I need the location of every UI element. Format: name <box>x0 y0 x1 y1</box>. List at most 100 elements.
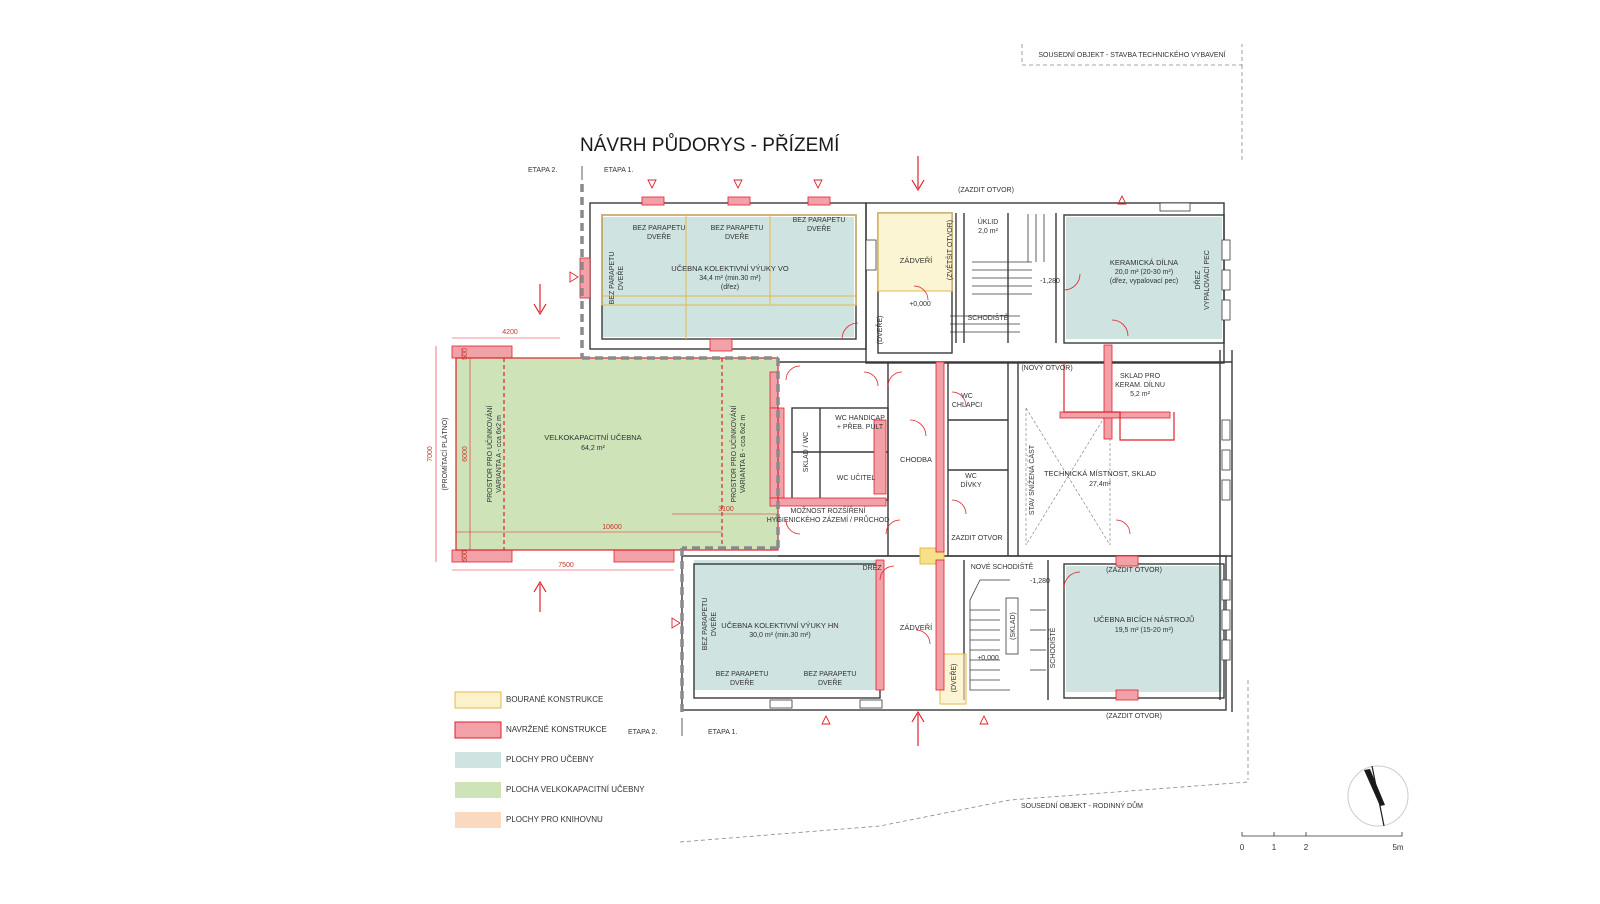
svg-text:64,2 m²: 64,2 m² <box>581 445 605 452</box>
svg-text:20,0 m² (20-30 m²): 20,0 m² (20-30 m²) <box>1115 269 1173 276</box>
svg-text:(ZAZDIT OTVOR): (ZAZDIT OTVOR) <box>958 187 1014 194</box>
svg-text:UČEBNA KOLEKTIVNÍ VÝUKY HN: UČEBNA KOLEKTIVNÍ VÝUKY HN <box>721 621 838 630</box>
legend: BOURANÉ KONSTRUKCE NAVRŽENÉ KONSTRUKCE P… <box>454 691 645 828</box>
svg-text:27,4m²: 27,4m² <box>1089 481 1111 488</box>
legend-label-3: PLOCHA VELKOKAPACITNÍ UČEBNY <box>506 785 645 794</box>
stage-label-top-left: ETAPA 2. <box>528 167 557 174</box>
svg-text:(NOVÝ OTVOR): (NOVÝ OTVOR) <box>1021 363 1072 372</box>
svg-text:ZAZDIT OTVOR: ZAZDIT OTVOR <box>951 535 1002 542</box>
neighbor-top-label: SOUSEDNÍ OBJEKT - STAVBA TECHNICKÉHO VYB… <box>1038 50 1225 59</box>
stairs-top <box>950 214 1045 333</box>
svg-text:DVEŘE: DVEŘE <box>730 678 754 687</box>
svg-text:2,0 m²: 2,0 m² <box>978 228 999 235</box>
svg-text:(dřez): (dřez) <box>721 284 739 291</box>
svg-text:(DVEŘE): (DVEŘE) <box>875 316 884 345</box>
svg-text:19,5 m² (15-20 m²): 19,5 m² (15-20 m²) <box>1115 627 1173 634</box>
svg-text:5,2 m²: 5,2 m² <box>1130 391 1151 398</box>
svg-text:(ZAZDIT OTVOR): (ZAZDIT OTVOR) <box>1106 567 1162 574</box>
svg-text:KERAMICKÁ DÍLNA: KERAMICKÁ DÍLNA <box>1110 258 1178 267</box>
svg-text:(ZAZDIT OTVOR): (ZAZDIT OTVOR) <box>1106 713 1162 720</box>
svg-text:+0,000: +0,000 <box>977 655 999 662</box>
svg-text:(DVEŘE): (DVEŘE) <box>949 664 958 693</box>
svg-text:DVEŘE: DVEŘE <box>818 678 842 687</box>
room-labels: BEZ PARAPETU DVEŘE BEZ PARAPETU DVEŘE BE… <box>440 187 1211 720</box>
scale-tick-5: 5m <box>1392 843 1403 852</box>
svg-text:(dřez, vypalovací pec): (dřez, vypalovací pec) <box>1110 278 1178 285</box>
svg-text:ZÁDVEŘÍ: ZÁDVEŘÍ <box>900 256 933 265</box>
legend-label-0: BOURANÉ KONSTRUKCE <box>506 695 603 704</box>
stage-separators <box>581 166 683 736</box>
legend-swatch-0 <box>454 691 502 709</box>
svg-text:BEZ PARAPETU: BEZ PARAPETU <box>804 671 857 678</box>
triangle-marks <box>569 179 1127 725</box>
room-classroom-vo <box>602 217 854 337</box>
entry-arrows <box>533 156 925 746</box>
dim-7000: 7000 <box>427 446 434 462</box>
room-large-hall <box>456 358 778 550</box>
svg-text:SKLAD / WC: SKLAD / WC <box>803 432 810 472</box>
svg-text:BEZ PARAPETU: BEZ PARAPETU <box>716 671 769 678</box>
svg-text:VYPALOVACÍ PEC: VYPALOVACÍ PEC <box>1202 250 1211 310</box>
stage-boundary <box>580 184 780 714</box>
svg-text:PROSTOR PRO UČINKOVÁNÍ: PROSTOR PRO UČINKOVÁNÍ <box>729 405 738 502</box>
svg-text:DÍVKY: DÍVKY <box>960 480 981 489</box>
svg-text:WC HANDICAP: WC HANDICAP <box>835 415 885 422</box>
dim-500-top: 500 <box>462 348 469 360</box>
legend-label-4: PLOCHY PRO KNIHOVNU <box>506 815 603 824</box>
svg-text:SCHODIŠTĚ: SCHODIŠTĚ <box>1048 627 1057 668</box>
legend-label-1: NAVRŽENÉ KONSTRUKCE <box>506 725 607 734</box>
north-arrow-icon <box>1347 765 1409 827</box>
svg-text:DVEŘE: DVEŘE <box>709 612 718 636</box>
dim-6000: 6000 <box>462 446 469 462</box>
svg-text:(SKLAD): (SKLAD) <box>1010 612 1017 640</box>
svg-text:BEZ PARAPETU: BEZ PARAPETU <box>609 252 616 305</box>
svg-text:ÚKLID: ÚKLID <box>978 217 999 226</box>
svg-text:VELKOKAPACITNÍ UČEBNA: VELKOKAPACITNÍ UČEBNA <box>544 433 641 442</box>
svg-text:+ PŘEB. PULT: + PŘEB. PULT <box>837 422 884 431</box>
stage-label-top-right: ETAPA 1. <box>604 167 633 174</box>
dimension-lines <box>435 337 778 571</box>
legend-swatch-1 <box>454 721 502 739</box>
neighbor-top <box>1021 44 1249 780</box>
svg-text:ZÁDVEŘÍ: ZÁDVEŘÍ <box>900 623 933 632</box>
legend-swatch-3 <box>455 782 501 798</box>
svg-text:CHLAPCI: CHLAPCI <box>952 402 982 409</box>
proposed-structures <box>451 196 1171 701</box>
svg-text:VARIANTA A - cca 6x2 m: VARIANTA A - cca 6x2 m <box>496 415 503 493</box>
svg-text:(ZVĚTŠIT OTVOR): (ZVĚTŠIT OTVOR) <box>945 220 954 280</box>
svg-text:WC UČITEL: WC UČITEL <box>837 473 876 482</box>
stage-label-bottom-right: ETAPA 1. <box>708 729 737 736</box>
legend-swatch-2 <box>455 752 501 768</box>
room-ceramic <box>1066 217 1222 339</box>
page-title: NÁVRH PŮDORYS - PŘÍZEMÍ <box>580 134 840 156</box>
svg-text:DŘEZ: DŘEZ <box>862 563 882 572</box>
window-marks <box>769 202 1231 709</box>
scale-bar <box>1241 832 1403 837</box>
svg-text:UČEBNA KOLEKTIVNÍ VÝUKY VO: UČEBNA KOLEKTIVNÍ VÝUKY VO <box>671 264 789 273</box>
svg-text:STAV SNÍŽENÁ ČÁST: STAV SNÍŽENÁ ČÁST <box>1027 444 1036 515</box>
svg-text:(PROMÍTACÍ PLÁTNO): (PROMÍTACÍ PLÁTNO) <box>440 418 449 491</box>
stairs-bottom <box>969 579 1046 691</box>
svg-text:DVEŘE: DVEŘE <box>725 232 749 241</box>
room-classroom-hn <box>694 560 878 690</box>
svg-text:HYGIENICKÉHO ZÁZEMÍ / PRŮCHOD: HYGIENICKÉHO ZÁZEMÍ / PRŮCHOD <box>767 515 890 524</box>
dim-10600: 10600 <box>602 524 622 531</box>
svg-text:KERAM. DÍLNU: KERAM. DÍLNU <box>1115 380 1165 389</box>
svg-text:DVEŘE: DVEŘE <box>807 224 831 233</box>
legend-swatch-4 <box>455 812 501 828</box>
scale-tick-1: 1 <box>1272 843 1277 852</box>
svg-text:PROSTOR PRO UČINKOVÁNÍ: PROSTOR PRO UČINKOVÁNÍ <box>485 405 494 502</box>
scale-tick-2: 2 <box>1304 843 1309 852</box>
svg-text:34,4 m² (min.30 m²): 34,4 m² (min.30 m²) <box>699 275 760 282</box>
svg-text:CHODBA: CHODBA <box>900 455 932 464</box>
room-fills <box>456 217 1222 692</box>
svg-text:SKLAD PRO: SKLAD PRO <box>1120 373 1161 380</box>
neighbor-bottom <box>679 781 1249 843</box>
svg-text:SCHODIŠTĚ: SCHODIŠTĚ <box>968 313 1009 322</box>
svg-text:TECHNICKÁ MÍSTNOST, SKLAD: TECHNICKÁ MÍSTNOST, SKLAD <box>1044 469 1157 478</box>
legend-label-2: PLOCHY PRO UČEBNY <box>506 755 595 764</box>
svg-text:-1,280: -1,280 <box>1040 278 1060 285</box>
svg-text:VARIANTA B - cca 6x2 m: VARIANTA B - cca 6x2 m <box>740 415 747 493</box>
svg-text:DŘEZ: DŘEZ <box>1193 270 1202 290</box>
